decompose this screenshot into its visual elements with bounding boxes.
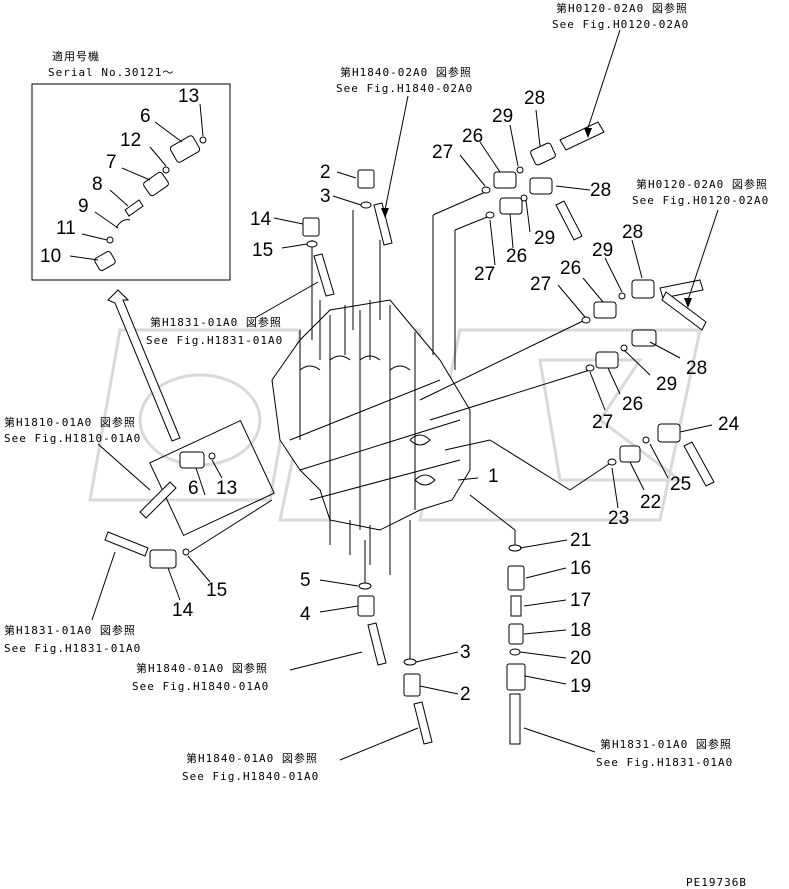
hose-h1840-02 (373, 202, 393, 246)
ref-h1831-right-jp: 第H1831-01A0 図参照 (600, 737, 732, 751)
part-15-top (306, 240, 318, 248)
label-2-top: 2 (320, 162, 331, 183)
inset-title: 適用号機 (52, 49, 100, 63)
ref-h1840-01-mid-en: See Fig.H1840-01A0 (132, 680, 269, 693)
label-25: 25 (670, 474, 691, 495)
ref-h0120-right-jp: 第H0120-02A0 図参照 (636, 177, 768, 191)
number-leaders (167, 109, 713, 695)
ref-h1840-02-jp: 第H1840-02A0 図参照 (340, 65, 472, 79)
label-11: 11 (56, 218, 76, 239)
label-2-lower: 2 (460, 684, 471, 705)
ref-h1840-01-mid-jp: 第H1840-01A0 図参照 (136, 661, 268, 675)
label-10: 10 (40, 246, 61, 267)
label-21: 21 (570, 530, 591, 551)
label-28-a: 28 (524, 88, 545, 109)
label-24: 24 (718, 414, 740, 435)
label-20: 20 (570, 648, 591, 669)
parts-lower-right (506, 544, 526, 745)
label-13-inset: 13 (178, 86, 199, 107)
label-26-d: 26 (622, 394, 643, 415)
ref-h1831-right-en: See Fig.H1831-01A0 (596, 756, 733, 769)
label-29-b: 29 (534, 228, 555, 249)
label-29-d: 29 (656, 374, 677, 395)
label-1: 1 (488, 466, 499, 487)
ref-h1831-left-en: See Fig.H1831-01A0 (4, 642, 141, 655)
label-26-b: 26 (506, 246, 527, 267)
part-numbers: 13 6 12 7 8 9 11 10 2 3 14 15 27 26 29 2… (40, 86, 740, 705)
label-26-c: 26 (560, 258, 581, 279)
label-4: 4 (300, 604, 311, 625)
label-3-lower: 3 (460, 642, 471, 663)
part-3-top (360, 201, 372, 209)
inset-frame (31, 83, 231, 281)
ref-h1831-left-jp: 第H1831-01A0 図参照 (4, 623, 136, 637)
inset-part-7 (143, 171, 169, 197)
label-8: 8 (92, 174, 103, 195)
label-28-c: 28 (622, 222, 643, 243)
ref-h0120-right-en: See Fig.H0120-02A0 (632, 194, 769, 207)
parts-upper-left (302, 169, 393, 297)
label-23: 23 (608, 508, 629, 529)
parts-lower-left (104, 419, 433, 745)
ref-h0120-top-en: See Fig.H0120-02A0 (552, 18, 689, 31)
reference-texts: 第H0120-02A0 図参照 See Fig.H0120-02A0 第H184… (4, 1, 769, 783)
ref-h1840-01-bot-jp: 第H1840-01A0 図参照 (186, 751, 318, 765)
ref-h1840-01-bot-en: See Fig.H1840-01A0 (182, 770, 319, 783)
inset-part-13 (199, 136, 207, 144)
label-27-b: 27 (474, 264, 495, 285)
parts-upper-right (481, 121, 715, 487)
inset-part-12 (162, 166, 170, 174)
label-15-lower: 15 (206, 580, 227, 601)
ref-h1810-jp: 第H1810-01A0 図参照 (4, 415, 136, 429)
reference-arrows (91, 29, 719, 761)
label-14-lower: 14 (172, 600, 194, 621)
label-28-d: 28 (686, 358, 707, 379)
label-12: 12 (120, 130, 141, 151)
valve-block (271, 299, 471, 575)
ref-h1831-upper-jp: 第H1831-01A0 図参照 (150, 315, 282, 329)
ref-h0120-top-jp: 第H0120-02A0 図参照 (556, 1, 688, 15)
label-28-b: 28 (590, 180, 611, 201)
label-17: 17 (570, 590, 591, 611)
drawing-code: PE19736B (686, 876, 747, 889)
label-22: 22 (640, 492, 661, 513)
inset-part-8 (124, 199, 144, 217)
part-14-top (302, 217, 320, 237)
leader-lines (189, 189, 613, 660)
label-16: 16 (570, 558, 591, 579)
label-27-d: 27 (592, 412, 613, 433)
label-13-lower: 13 (216, 478, 237, 499)
label-7: 7 (106, 152, 117, 173)
label-19: 19 (570, 676, 591, 697)
inset-box: 適用号機 Serial No.30121～ (31, 49, 231, 281)
inset-part-10 (94, 251, 116, 271)
ref-h1810-en: See Fig.H1810-01A0 (4, 432, 141, 445)
label-6-inset: 6 (140, 106, 151, 127)
label-29-a: 29 (492, 106, 513, 127)
label-5: 5 (300, 570, 311, 591)
sub-inset-frame (149, 419, 275, 537)
inset-arrow (107, 289, 181, 442)
label-27-c: 27 (530, 274, 551, 295)
label-15-top: 15 (252, 240, 273, 261)
label-9: 9 (78, 196, 89, 217)
inset-part-9 (115, 219, 131, 229)
label-29-c: 29 (592, 240, 613, 261)
label-3-top: 3 (320, 186, 331, 207)
label-18: 18 (570, 620, 591, 641)
ref-h1831-upper-en: See Fig.H1831-01A0 (146, 334, 283, 347)
inset-part-6 (169, 135, 201, 163)
label-14-top: 14 (250, 209, 272, 230)
inset-serial: Serial No.30121～ (48, 66, 174, 79)
label-27-a: 27 (432, 142, 453, 163)
hose-h1831-upper (313, 253, 335, 297)
label-6-lower: 6 (188, 478, 199, 499)
ref-h1840-02-en: See Fig.H1840-02A0 (336, 82, 473, 95)
part-2-top (357, 169, 375, 189)
label-26-a: 26 (462, 126, 483, 147)
inset-part-11 (106, 236, 114, 244)
